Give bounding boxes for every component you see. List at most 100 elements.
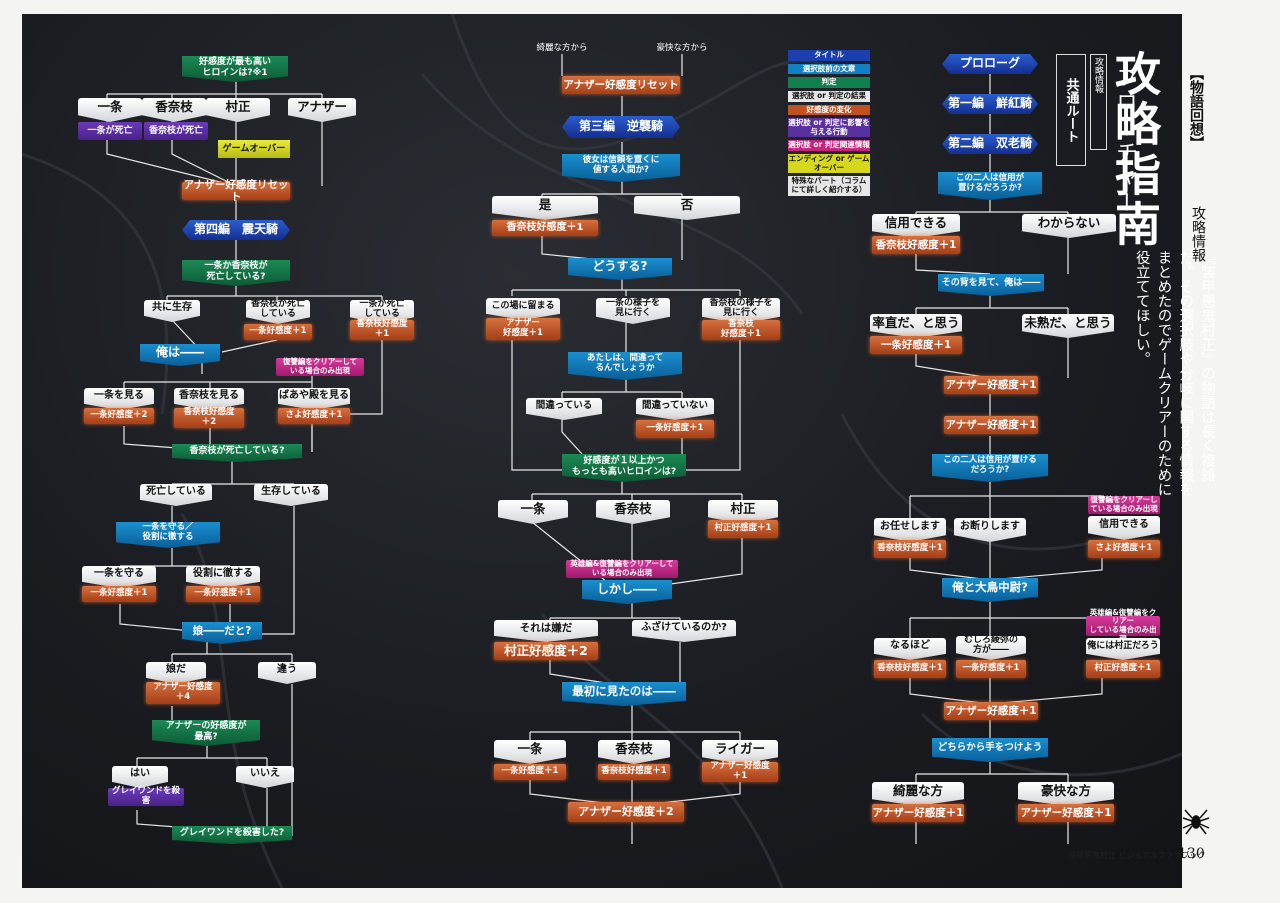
legend-item-result: 選択肢 or 判定の結果 (788, 90, 870, 102)
node-kanae-plus2: 香奈枝好感度 ＋2 (174, 407, 244, 428)
node-musume: 娘だ (146, 662, 206, 684)
node-q-am-i-wrong: あたしは、間違って るんでしょうか (568, 352, 682, 380)
legend-item-judge: 判定 (788, 77, 870, 88)
node-q-trust-two-2: この二人は信用が置ける だろうか? (932, 454, 1048, 482)
node-fuzake: ふざけているのか? (632, 620, 736, 642)
node-ichijo-dead: 一条が死亡 (78, 122, 142, 140)
spider-icon (1182, 809, 1210, 835)
node-ichijo-plus2: 一条好感度＋2 (84, 408, 154, 424)
node-fukushu-note-c3: 復讐編をクリアーし ている場合のみ出現 (1088, 496, 1160, 514)
node-see-kanae: 香奈枝を見る (174, 388, 244, 410)
node-q-top-heroine: 好感度が１以上かつ もっとも高いヒロインは? (562, 454, 686, 482)
legend-item-affection: 好感度の変化 (788, 104, 870, 116)
node-ichijo-plus1c-c3: 一条好感度＋1 (956, 660, 1026, 678)
legend-item-pre-choice: 選択肢前の文章 (788, 63, 870, 75)
node-kanae-plus1b-c3: 香奈枝好感度＋1 (874, 540, 946, 558)
node-another-plus1e-c3: アナザー好感度＋1 (1018, 804, 1114, 822)
node-q-see-back: その背を見て、俺は―― (938, 274, 1044, 296)
kicker: 攻略情報 (1090, 54, 1107, 150)
section-label: 【物語回想】 (1188, 66, 1204, 150)
legend: タイトル 選択肢前の文章 判定 選択肢 or 判定の結果 好感度の変化 選択肢 … (788, 50, 870, 199)
node-ichijo-plus1b: 一条好感度＋1 (82, 586, 156, 602)
node-ichijo-plus1b-c2: 一条好感度＋1 (494, 764, 566, 780)
node-musume-q: 娘――だと? (182, 622, 262, 644)
node-another-plus2: アナザー好感度＋2 (568, 802, 684, 822)
node-chapter1: 第一編 鮮紅騎 (942, 94, 1038, 114)
node-another-plus1b-c3: アナザー好感度＋1 (944, 416, 1038, 434)
node-kanae-plus1: 香奈枝好感度 ＋1 (350, 319, 414, 340)
node-kill-grayward: グレイワンドを殺害 (108, 786, 184, 806)
margin-strip (1182, 14, 1248, 888)
node-another-reset-2: アナザー好感度リセット (562, 76, 680, 94)
node-wrong: 間違っている (526, 398, 602, 420)
label-pretty-first: 綺麗な方から (536, 43, 588, 54)
node-fukushu-note: 復讐編をクリアーして いる場合のみ出現 (276, 358, 364, 376)
node-muramasa-plus1-c2: 村正好感度＋1 (708, 520, 778, 538)
node-yes: はい (112, 766, 168, 788)
node-chapter4: 第四編 震天騎 (182, 220, 290, 240)
label-cheerful-first: 豪快な方から (656, 43, 708, 54)
node-kanae-plus1-c2: 香奈枝好感度＋1 (492, 220, 598, 236)
node-q-trust-two: この二人は信用が 置けるだろうか? (938, 172, 1042, 200)
node-which-first: どちらから手をつけよう (932, 738, 1048, 762)
flowchart-page: 好感度が最も高い ヒロインは?※1 一条 香奈枝 村正 アナザー 一条が死亡 香… (22, 14, 1248, 888)
node-muramasa-plus1-c3: 村正好感度＋1 (1086, 660, 1160, 678)
node-iya: それは嫌だ (494, 620, 598, 642)
node-chapter2: 第二編 双老騎 (942, 134, 1038, 154)
node-q-another-top: アナザーの好感度が 最高? (152, 720, 260, 746)
page-number: 130 (1178, 846, 1205, 862)
node-another-plus1-c2: アナザー 好感度＋1 (486, 318, 560, 340)
page-title: 攻略指南 (1108, 50, 1162, 250)
node-game-over: ゲームオーバー (218, 140, 290, 158)
node-another-plus1a-c3: アナザー好感度＋1 (944, 376, 1038, 394)
node-another-reset: アナザー好感度リセット (182, 178, 290, 203)
node-not-wrong: 間違っていない (636, 398, 714, 420)
node-kanae-plus1b-c2: 香奈枝 好感度＋1 (702, 319, 780, 340)
node-alive: 生存している (254, 484, 328, 506)
node-ichijo-plus1: 一条好感度＋1 (244, 324, 312, 340)
node-q-trust-her: 彼女は信頼を置くに 値する人間か? (562, 154, 680, 182)
node-sayo-plus1: さよ好感度＋1 (278, 408, 350, 424)
node-kanae-dead: 香奈枝が死亡 (144, 122, 208, 140)
node-highest-heroine: 好感度が最も高い ヒロインは?※1 (182, 56, 288, 82)
intro-text: 『装甲悪鬼村正』の物語は長く複雑だ。その選択肢や分岐に関する情報をまとめたのでゲ… (1133, 250, 1215, 497)
node-kanae-plus1c-c3: 香奈枝好感度＋1 (874, 660, 946, 678)
node-first-saw: 最初に見たのは―― (562, 682, 686, 706)
node-otori: 俺と大鳥中尉? (942, 578, 1038, 602)
node-ore-wa: 俺は―― (140, 344, 220, 366)
legend-item-action: 選択肢 or 判定に影響を与える行動 (788, 118, 870, 138)
node-kanae-plus1-c3: 香奈枝好感度＋1 (872, 236, 960, 254)
node-see-ichijo: 一条を見る (84, 388, 154, 410)
node-q-kanae-dead: 香奈枝が死亡している? (172, 444, 302, 462)
node-kanae2-c2: 香奈枝 (598, 740, 670, 764)
node-me-muramasa: 俺には村正だろう (1086, 638, 1160, 660)
node-ichijo-plus1c: 一条好感度＋1 (186, 586, 260, 602)
node-duty: 役割に徹する (186, 566, 260, 588)
section-sublabel: 攻略情報 (1190, 206, 1206, 262)
node-protect: 一条を守る (82, 566, 156, 588)
node-stay: この場に留まる (486, 298, 560, 320)
node-another-plus1b-c2: アナザー好感度 ＋1 (702, 761, 778, 782)
node-clear-note-c2: 英雄編&復讐編をクリアーして いる場合のみ出現 (566, 560, 678, 578)
node-muramasa-plus2: 村正好感度＋2 (494, 642, 598, 660)
legend-item-special: 特殊なパート（コラムにて詳しく紹介する） (788, 176, 870, 196)
legend-item-title: タイトル (788, 50, 870, 61)
legend-item-ending: エンディング or ゲームオーバー (788, 154, 870, 174)
node-another-plus1d-c3: アナザー好感度＋1 (872, 804, 964, 822)
node-trust: 信用できる (872, 214, 960, 238)
page-subtitle: フローチャート (1112, 66, 1137, 241)
node-another-plus4: アナザー好感度 ＋4 (146, 682, 220, 704)
node-both-alive: 共に生存 (144, 300, 200, 322)
node-chigau: 違う (258, 662, 316, 684)
node-no: いいえ (236, 766, 294, 788)
node-ichijo-plus1-c2: 一条好感度＋1 (636, 420, 714, 438)
node-q-protect: 一条を守る／ 役割に徹する (116, 522, 220, 548)
route-label: 共通ルート (1056, 54, 1086, 166)
node-prologue: プロローグ (942, 54, 1038, 74)
node-another-plus1c-c3: アナザー好感度＋1 (944, 702, 1038, 720)
node-q-grayward: グレイワンドを殺害した? (172, 826, 292, 844)
node-shikashi: しかし―― (582, 580, 672, 604)
node-sayo-plus1-c3: さよ好感度＋1 (1088, 540, 1160, 558)
node-q-dead: 一条か香奈枝が 死亡している? (182, 260, 290, 286)
